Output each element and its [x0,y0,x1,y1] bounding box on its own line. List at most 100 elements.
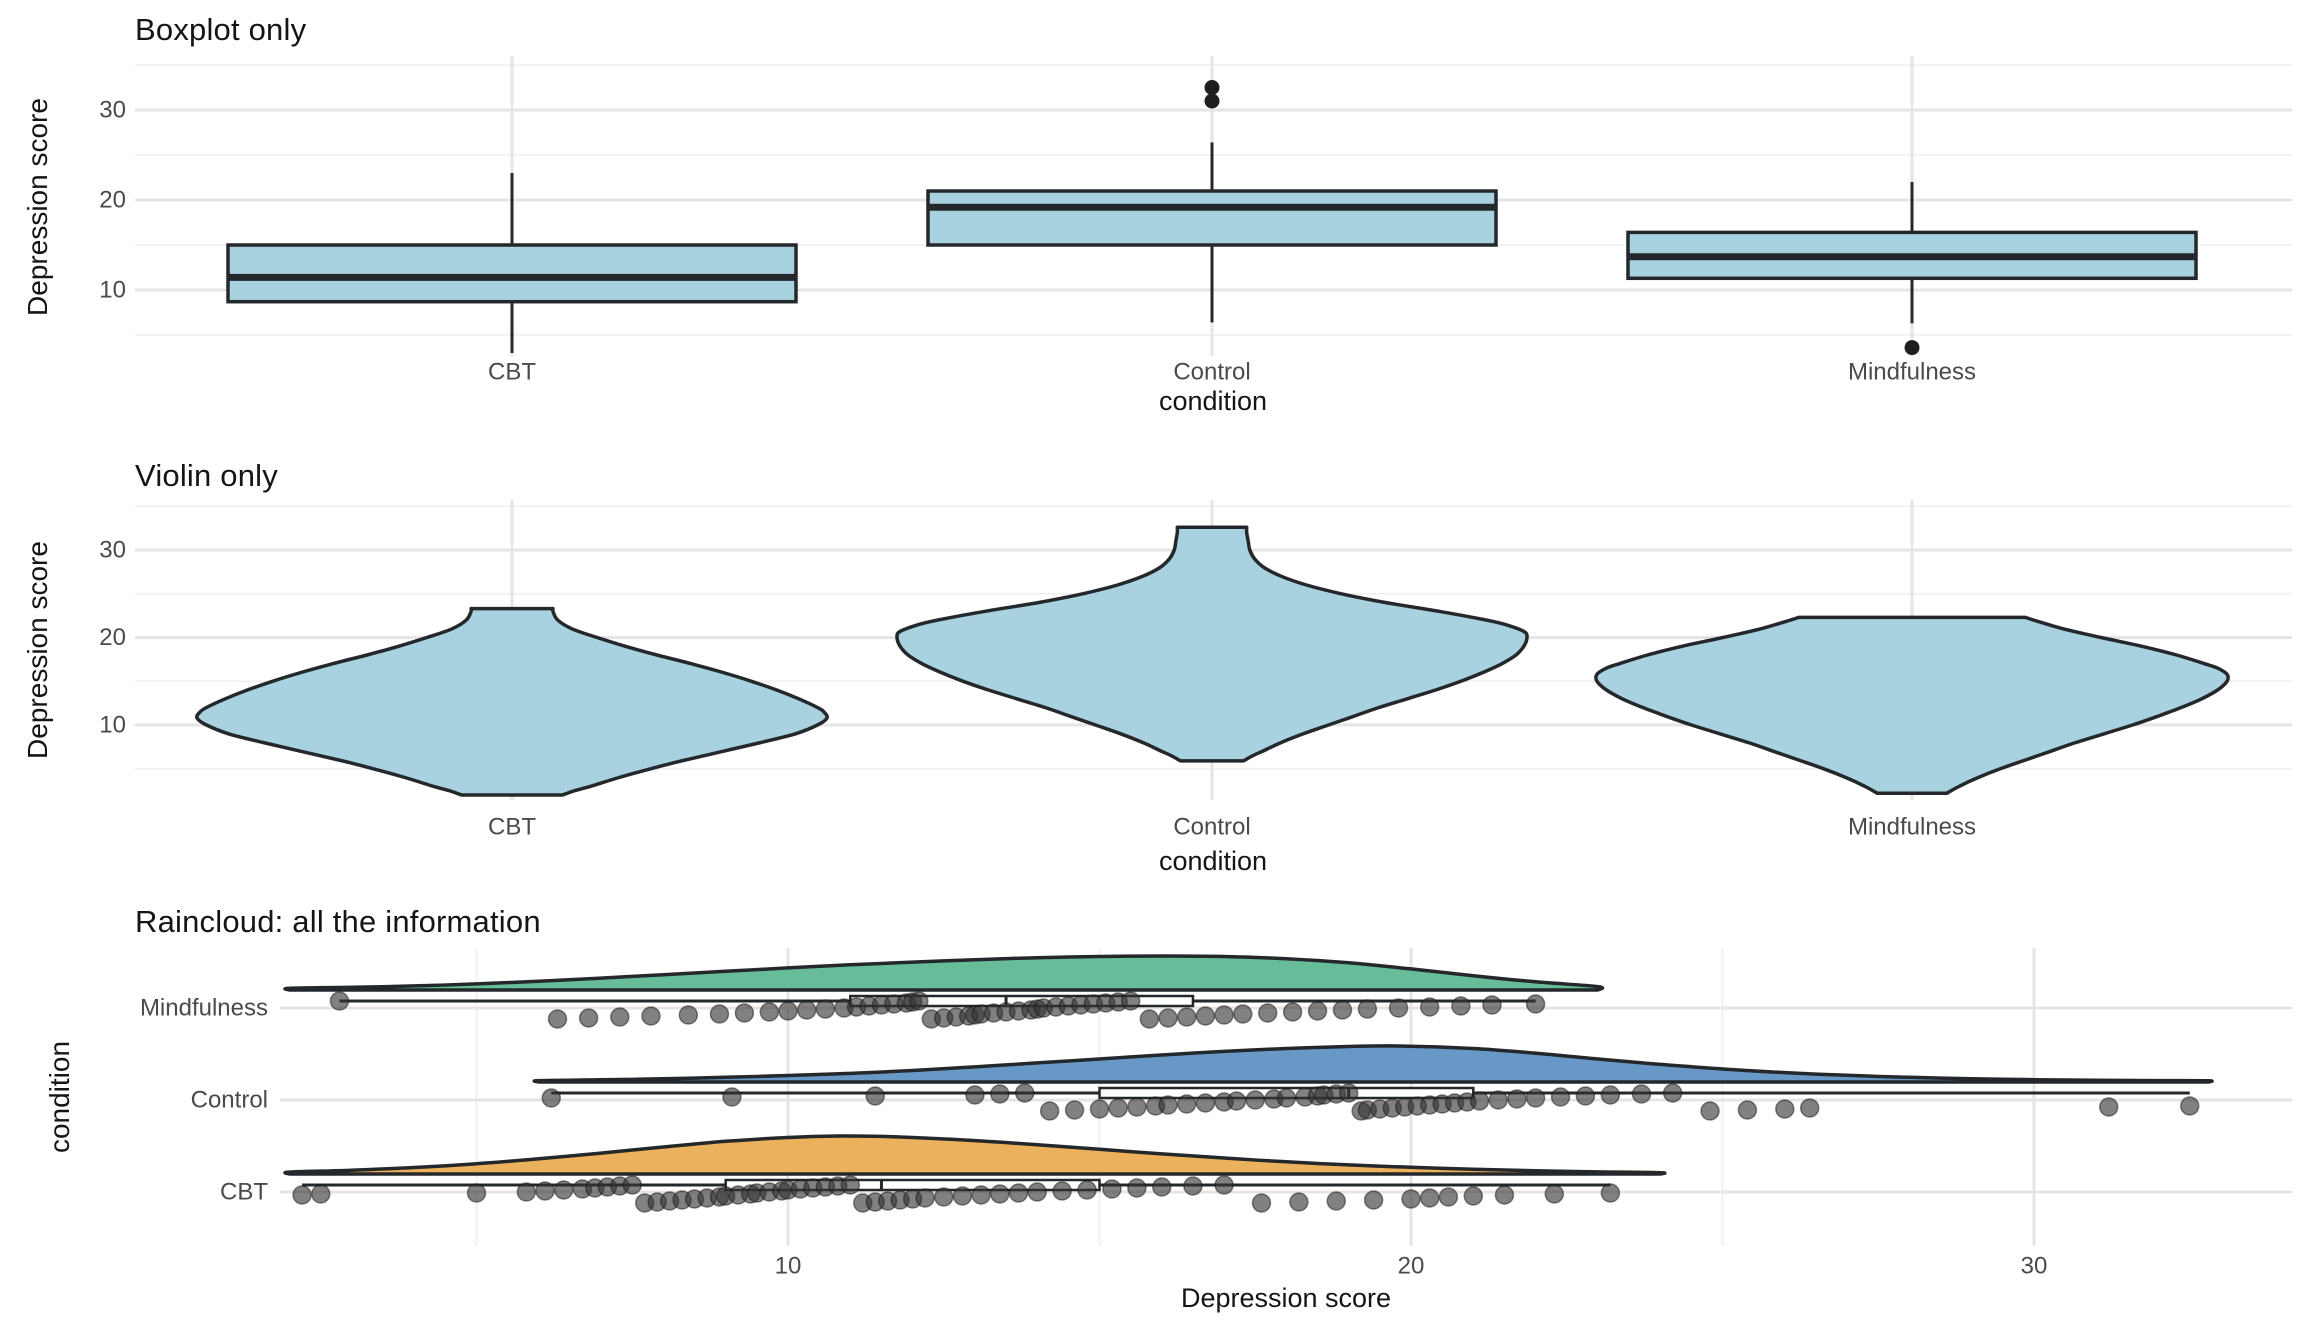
y-axis-title-boxplot: Depression score [22,98,53,316]
ridge-Mindfulness [283,954,1605,992]
violin-Mindfulness [1594,615,2230,796]
outlier-point [1904,340,1920,356]
jitter-point [1401,1189,1421,1209]
jitter-point [578,1008,599,1028]
x-axis-title-raincloud: Depression score [1180,1283,1392,1313]
jitter-point [1600,1183,1621,1203]
y-axis-title-violin: Depression score [22,541,53,759]
jitter-point [1438,1187,1459,1207]
jitter-point [547,1009,568,1029]
x-category-label: Mindfulness [1848,359,1976,386]
y-tick-label: 10 [99,277,126,304]
jitter-point [1600,1085,1621,1105]
x-tick-label: 30 [2021,1253,2048,1280]
jitter-point [909,991,929,1011]
jitter-point [1158,1008,1178,1028]
x-category-label: Control [1173,359,1250,386]
y-tick-label: 10 [99,712,126,739]
jitter-point [1108,1098,1128,1118]
x-category-label: Control [1173,814,1250,841]
violin-Control [895,525,1529,763]
jitter-point [1008,1183,1029,1203]
jitter-point [778,1001,798,1021]
jitter-point [2180,1096,2200,1116]
jitter-point [1027,1182,1047,1202]
jitter-point [1214,1005,1234,1025]
jitter-point [1469,1091,1490,1111]
jitter-point [865,1086,885,1106]
jitter-point [1052,1181,1072,1201]
boxplot-box-CBT [226,243,798,304]
jitter-point [1195,1093,1216,1113]
jitter-point [722,1087,742,1107]
jitter-point [1338,1083,1359,1103]
jitter-point [292,1185,312,1205]
jitter-point [709,1004,730,1024]
x-tick-label: 10 [775,1253,802,1280]
jitter-point [1737,1100,1758,1120]
y-category-label: Mindfulness [140,995,268,1022]
jitter-point [796,1000,817,1020]
y-tick-label: 20 [99,624,126,651]
jitter-point [1014,1083,1035,1103]
jitter-point [1120,991,1141,1011]
jitter-point [1176,1094,1197,1114]
jitter-point [1482,995,1502,1015]
jitter-point [610,1007,630,1027]
jitter-point [1307,1001,1328,1021]
jitter-point [1233,1004,1253,1024]
jitter-point [641,1006,661,1026]
jitter-point [1550,1087,1571,1107]
jitter-point [815,999,836,1019]
outlier-point [1204,93,1220,109]
jitter-point [1363,1190,1384,1210]
jitter-point [1463,1186,1484,1206]
x-category-label: CBT [488,359,536,386]
jitter-point [1544,1184,1565,1204]
jitter-point [1282,1002,1303,1022]
x-tick-label: 20 [1398,1253,1425,1280]
jitter-point [1245,1090,1265,1110]
jitter-point [1158,1095,1178,1115]
jitter-point [541,1088,562,1108]
jitter-point [1152,1177,1172,1197]
jitter-point [1662,1083,1683,1103]
jitter-point [1507,1089,1527,1109]
jitter-point [1195,1006,1216,1026]
jitter-point [990,1084,1010,1104]
jitter-point [1089,1099,1110,1119]
jitter-point [1525,1088,1546,1108]
jitter-point [1525,994,1546,1014]
jitter-point [1257,1003,1278,1023]
jitter-point [1276,1088,1297,1108]
jitter-point [734,1003,755,1023]
jitter-point [1332,1000,1353,1020]
jitter-point [1419,997,1440,1017]
panel-title-raincloud: Raincloud: all the information [135,904,541,939]
jitter-point [1039,1101,1060,1121]
jitter-point [553,1180,574,1200]
x-axis-title-boxplot: condition [1158,386,1268,416]
jitter-point [1064,1100,1085,1120]
jitter-point [1775,1099,1795,1119]
jitter-point [1419,1188,1440,1208]
y-axis-title-raincloud: condition [44,1040,75,1154]
jitter-point [1127,1097,1147,1117]
jitter-point [311,1184,331,1204]
jitter-point [1251,1193,1272,1213]
panel-title-violin: Violin only [135,458,278,493]
jitter-point [1214,1175,1234,1195]
jitter-point [1799,1098,1820,1118]
outlier-point [1204,80,1220,95]
jitter-point [1494,1185,1515,1205]
jitter-point [622,1175,642,1195]
jitter-point [1631,1084,1652,1104]
x-axis-title-violin: condition [1158,846,1268,876]
y-tick-label: 30 [99,537,126,564]
jitter-point [915,1188,935,1208]
jitter-point [1077,1180,1097,1200]
jitter-point [1575,1086,1596,1106]
panel-title-boxplot: Boxplot only [135,12,307,47]
